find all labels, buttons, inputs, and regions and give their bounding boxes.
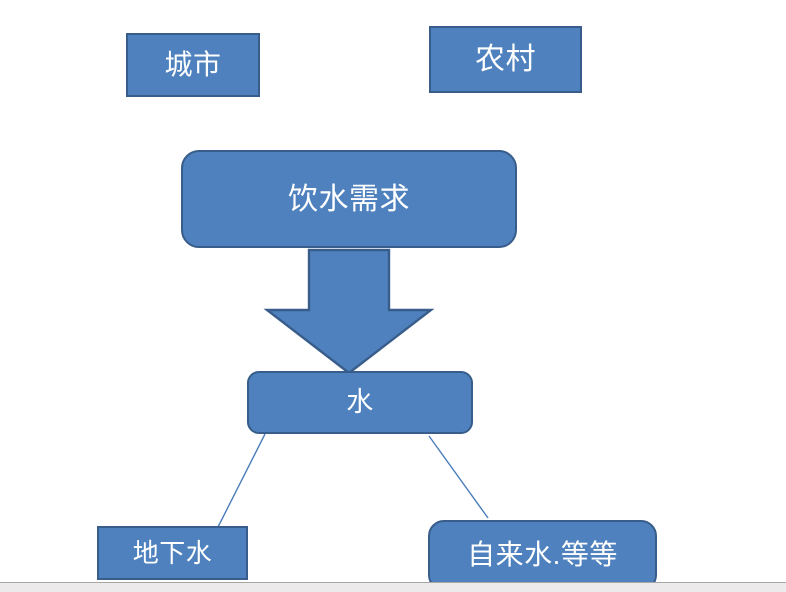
node-rural-label: 农村 — [475, 43, 536, 76]
down-arrow-icon — [263, 248, 435, 375]
node-city[interactable]: 城市 — [126, 33, 260, 97]
node-drinking-water-demand-label: 饮水需求 — [288, 182, 410, 216]
node-groundwater[interactable]: 地下水 — [97, 526, 248, 580]
node-tap-water[interactable]: 自来水.等等 — [428, 520, 657, 591]
node-city-label: 城市 — [164, 48, 222, 80]
bottom-chrome-strip — [0, 582, 786, 592]
node-water[interactable]: 水 — [247, 371, 473, 434]
connector-water-to-groundwater — [217, 433, 266, 528]
node-tap-water-label: 自来水.等等 — [467, 539, 618, 571]
node-water-label: 水 — [346, 386, 374, 417]
connector-water-to-tapwater — [428, 435, 489, 519]
node-drinking-water-demand[interactable]: 饮水需求 — [181, 150, 517, 248]
node-rural[interactable]: 农村 — [429, 26, 582, 93]
node-groundwater-label: 地下水 — [132, 537, 213, 568]
